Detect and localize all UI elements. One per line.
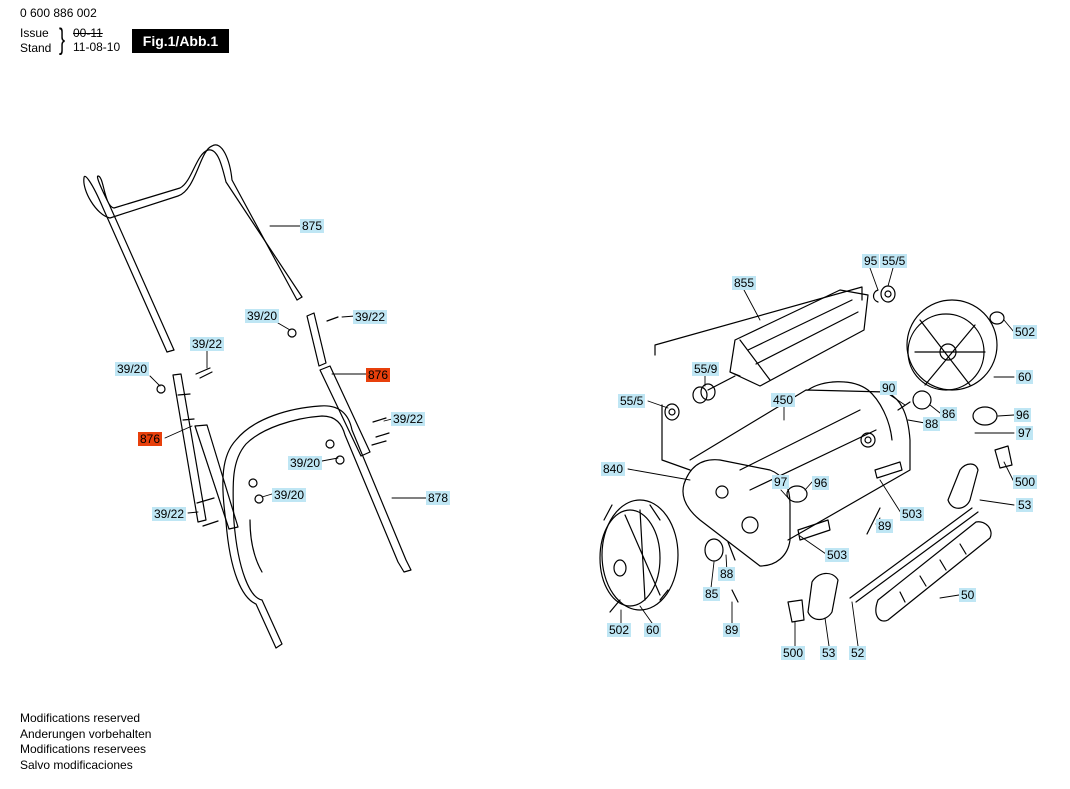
callout-60: 60 <box>1016 370 1034 384</box>
note-line: Modifications reservees <box>20 742 147 756</box>
callout-53: 53 <box>820 646 838 660</box>
callout-96: 96 <box>1014 408 1032 422</box>
callout-502: 502 <box>607 623 632 637</box>
main-frame-840 <box>661 381 911 567</box>
note-line: Salvo modificaciones <box>20 757 133 772</box>
callout-39-20: 39/20 <box>272 488 307 502</box>
callout-39-22: 39/22 <box>391 412 426 426</box>
callout-55-9: 55/9 <box>692 362 720 376</box>
wheel-right-60 <box>906 299 998 391</box>
issue-value: 00-11 <box>73 26 103 40</box>
right-handle-tube-876 <box>306 312 371 457</box>
brace-symbol: } <box>59 23 66 56</box>
callout-39-22: 39/22 <box>152 507 187 521</box>
callout-88: 88 <box>923 417 941 431</box>
callout-500: 500 <box>1013 475 1038 489</box>
callout-55-5: 55/5 <box>880 254 908 268</box>
callout-90: 90 <box>880 381 898 395</box>
callout-502: 502 <box>1013 325 1038 339</box>
callout-97: 97 <box>772 475 790 489</box>
leader-lines <box>149 225 1015 647</box>
wheel-left-60 <box>599 499 679 613</box>
reel-855 <box>654 286 869 391</box>
roller-50-and-shaft-52 <box>849 507 992 622</box>
callout-39-20: 39/20 <box>115 362 150 376</box>
callout-53: 53 <box>1016 498 1034 512</box>
callout-50: 50 <box>959 588 977 602</box>
figure-badge: Fig.1/Abb.1 <box>132 29 229 53</box>
callout-88: 88 <box>718 567 736 581</box>
callout-39-22: 39/22 <box>353 310 388 324</box>
pinions-and-pins <box>704 390 932 603</box>
callout-500: 500 <box>781 646 806 660</box>
callout-503: 503 <box>825 548 850 562</box>
callout-39-20: 39/20 <box>288 456 323 470</box>
callout-55-5: 55/5 <box>618 394 646 408</box>
callout-96: 96 <box>812 476 830 490</box>
callout-39-20: 39/20 <box>245 309 280 323</box>
stand-label: Stand <box>20 41 52 55</box>
callout-878: 878 <box>426 491 451 505</box>
lower-handle-878 <box>222 405 412 649</box>
callout-855: 855 <box>732 276 757 290</box>
bearings-and-washers <box>664 285 1005 421</box>
modification-notes: Modifications reserved Anderungen vorbeh… <box>20 711 151 773</box>
callout-89: 89 <box>723 623 741 637</box>
note-line: Modifications reserved <box>20 711 141 725</box>
part-number: 0 600 886 002 <box>20 6 97 20</box>
callout-450: 450 <box>771 393 796 407</box>
callout-875: 875 <box>300 219 325 233</box>
callout-86: 86 <box>940 407 958 421</box>
callout-39-22: 39/22 <box>190 337 225 351</box>
stand-value: 11-08-10 <box>73 40 121 54</box>
callout-60: 60 <box>644 623 662 637</box>
callout-85: 85 <box>703 587 721 601</box>
callout-876-highlight: 876 <box>366 368 391 382</box>
callout-876-highlight: 876 <box>138 432 163 446</box>
upper-handle-875 <box>83 144 303 353</box>
issue-label: Issue <box>20 26 49 40</box>
callout-95: 95 <box>862 254 880 268</box>
callout-503: 503 <box>900 507 925 521</box>
callout-52: 52 <box>849 646 867 660</box>
callout-840: 840 <box>601 462 626 476</box>
left-handle-tube-876 <box>172 373 239 530</box>
callout-97: 97 <box>1016 426 1034 440</box>
note-line: Anderungen vorbehalten <box>20 726 152 741</box>
callout-89: 89 <box>876 519 894 533</box>
knobs-and-brackets <box>786 406 1013 623</box>
handle-screws <box>156 316 390 527</box>
